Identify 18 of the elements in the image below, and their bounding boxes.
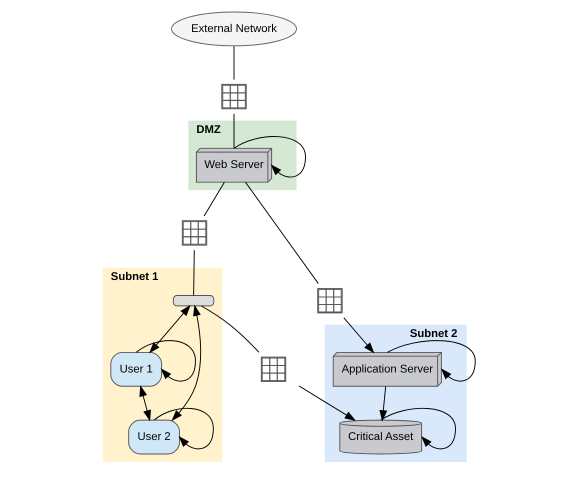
node-box: User 2 <box>128 420 180 454</box>
connector <box>244 182 318 284</box>
arrow <box>138 385 150 422</box>
connector <box>233 113 234 149</box>
connector <box>200 305 260 353</box>
node-switch <box>172 295 214 306</box>
node-box: User 1 <box>110 352 162 387</box>
arrow <box>148 304 190 354</box>
connector <box>233 46 234 80</box>
arrow <box>380 408 456 450</box>
arrow <box>135 340 196 382</box>
node-ellipse: External Network <box>170 12 296 46</box>
arrow <box>378 386 387 422</box>
arrow <box>342 317 374 354</box>
arrow <box>170 304 201 422</box>
connector <box>203 182 224 216</box>
connector <box>192 250 194 296</box>
arrow <box>298 385 356 421</box>
